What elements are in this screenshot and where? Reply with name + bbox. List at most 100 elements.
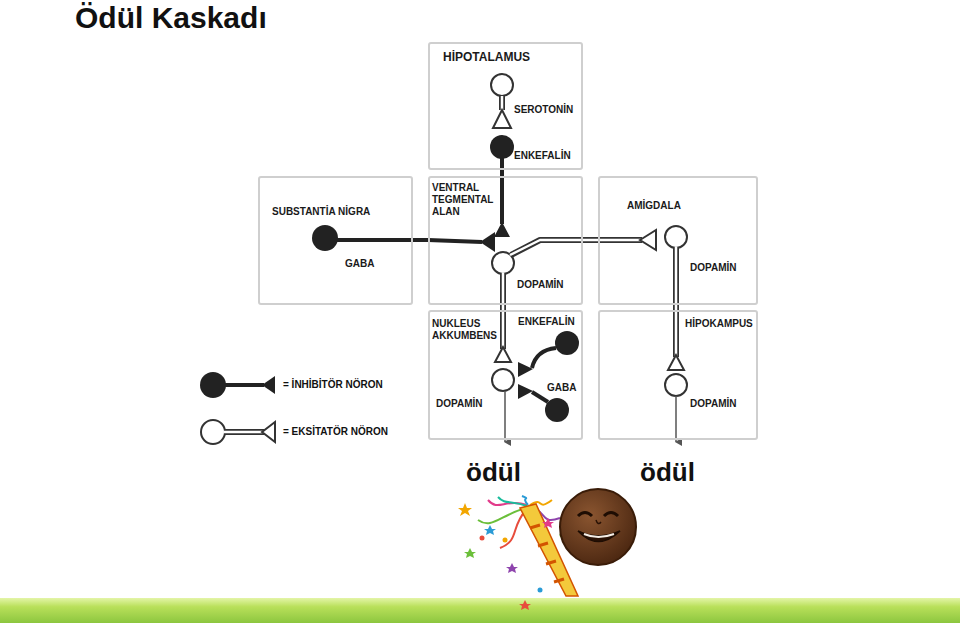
gaba-neuron [428,240,482,242]
cookie-face [578,513,592,517]
party-popper [519,600,531,610]
region-box: VENTRAL TEGMENTAL ALAN DOPAMİN [428,176,583,305]
dopamine-neuron [502,273,505,305]
axon-line [413,238,428,242]
enkephalin-neuron [555,331,579,355]
transmitter-label: ENKEFALİN [514,150,571,162]
transmitter-label: DOPAMİN [436,398,482,410]
dopamine-neuron [502,310,505,350]
excitator-sample [224,431,265,434]
excitator-sample [201,420,225,444]
dopamine-neuron [665,310,687,442]
reward-label: ödül [640,457,695,488]
inhibitory-connector [413,240,428,241]
dopamine-neuron [492,369,514,391]
inhibitor-sample [225,383,264,387]
enkephalin-neuron [518,362,533,377]
party-popper [530,525,564,582]
transmitter-label: GABA [345,258,374,270]
party-popper [480,536,485,541]
gaba-neuron [312,225,495,252]
party-popper [506,563,518,573]
transmitter-label: ENKEFALİN [518,316,575,328]
excitatory-connector [583,240,598,241]
dopamine-neuron [500,274,506,305]
inhibitor-sample [200,372,226,398]
party-popper [542,518,554,528]
footer-bar [0,598,960,623]
region-name: VENTRAL TEGMENTAL ALAN [432,182,498,218]
gaba-neuron [312,225,338,251]
region-name: HİPOTALAMUS [443,50,530,64]
party-popper [484,525,496,535]
dopamine-neuron [665,226,687,248]
dopamine-neuron [510,240,583,255]
party-popper [503,538,508,543]
dopamine-neuron [665,226,687,305]
enkephalin-neuron [500,176,504,224]
dopamine-neuron [665,374,687,396]
dopamine-neuron [673,248,679,305]
legend-text: = İNHİBİTÖR NÖRON [283,379,383,391]
amygdala-terminal [598,230,656,250]
amygdala-terminal [640,230,656,250]
enkephalin-neuron [490,135,514,237]
transmitter-label: DOPAMİN [517,279,563,291]
serotonin-neuron [493,110,511,128]
dopamine-neuron [673,310,679,357]
party-popper [458,503,472,516]
excitator-sample [262,422,275,442]
party-popper [500,510,526,548]
region-box: NUKLEUS AKKUMBENS ENKEFALİN DOPAMİN GABA [428,310,583,440]
dopamine-neuron [675,310,678,358]
gaba-neuron [337,238,413,242]
region-name: SUBSTANTİA NİGRA [272,206,370,218]
region-box: SUBSTANTİA NİGRA GABA [258,176,413,305]
excitator-sample [201,420,275,444]
gaba-neuron [480,232,495,252]
dopamine-neuron [492,240,583,305]
amygdala-terminal [598,239,643,242]
page-title: Ödül Kaskadı [75,0,267,36]
region-box: AMİGDALA DOPAMİN [598,176,758,305]
cookie-face [560,489,636,565]
dopamine-neuron [675,396,677,442]
enkephalin-neuron [518,331,579,377]
cookie-face [560,489,636,565]
transmitter-label: GABA [547,382,576,394]
cookie-face [596,520,601,524]
inhibitor-sample [262,376,275,394]
axon-line [583,237,598,243]
region-name: NUKLEUS AKKUMBENS [432,318,498,342]
dopamine-neuron [492,310,514,442]
cookie-face [578,531,620,542]
enkephalin-neuron [490,135,514,159]
party-popper [458,496,578,610]
serotonin-neuron [491,74,513,96]
amygdala-terminal [598,237,642,243]
enkephalin-neuron [532,348,556,368]
region-name: AMİGDALA [627,200,681,212]
region-box: HİPOTALAMUSSEROTONİNENKEFALİN [428,42,583,170]
enkephalin-neuron [494,222,510,237]
axon-line [583,239,598,242]
party-popper [498,497,527,506]
excitator-sample [225,429,264,435]
party-popper [464,548,476,558]
gaba-neuron [545,398,569,422]
serotonin-neuron [491,74,513,128]
gaba-neuron [518,384,533,399]
gaba-neuron [532,392,548,402]
dopamine-neuron [495,347,511,362]
dopamine-neuron [511,240,583,255]
transmitter-label: DOPAMİN [690,398,736,410]
inhibitor-sample [200,372,275,398]
transmitter-label: DOPAMİN [690,262,736,274]
region-box: HİPOKAMPUS DOPAMİN [598,310,758,440]
legend-text: = EKSİTATÖR NÖRON [283,426,388,438]
dopamine-neuron [500,310,506,349]
dopamine-neuron [668,355,684,370]
region-name: HİPOKAMPUS [685,318,753,330]
cookie-face [604,513,618,517]
